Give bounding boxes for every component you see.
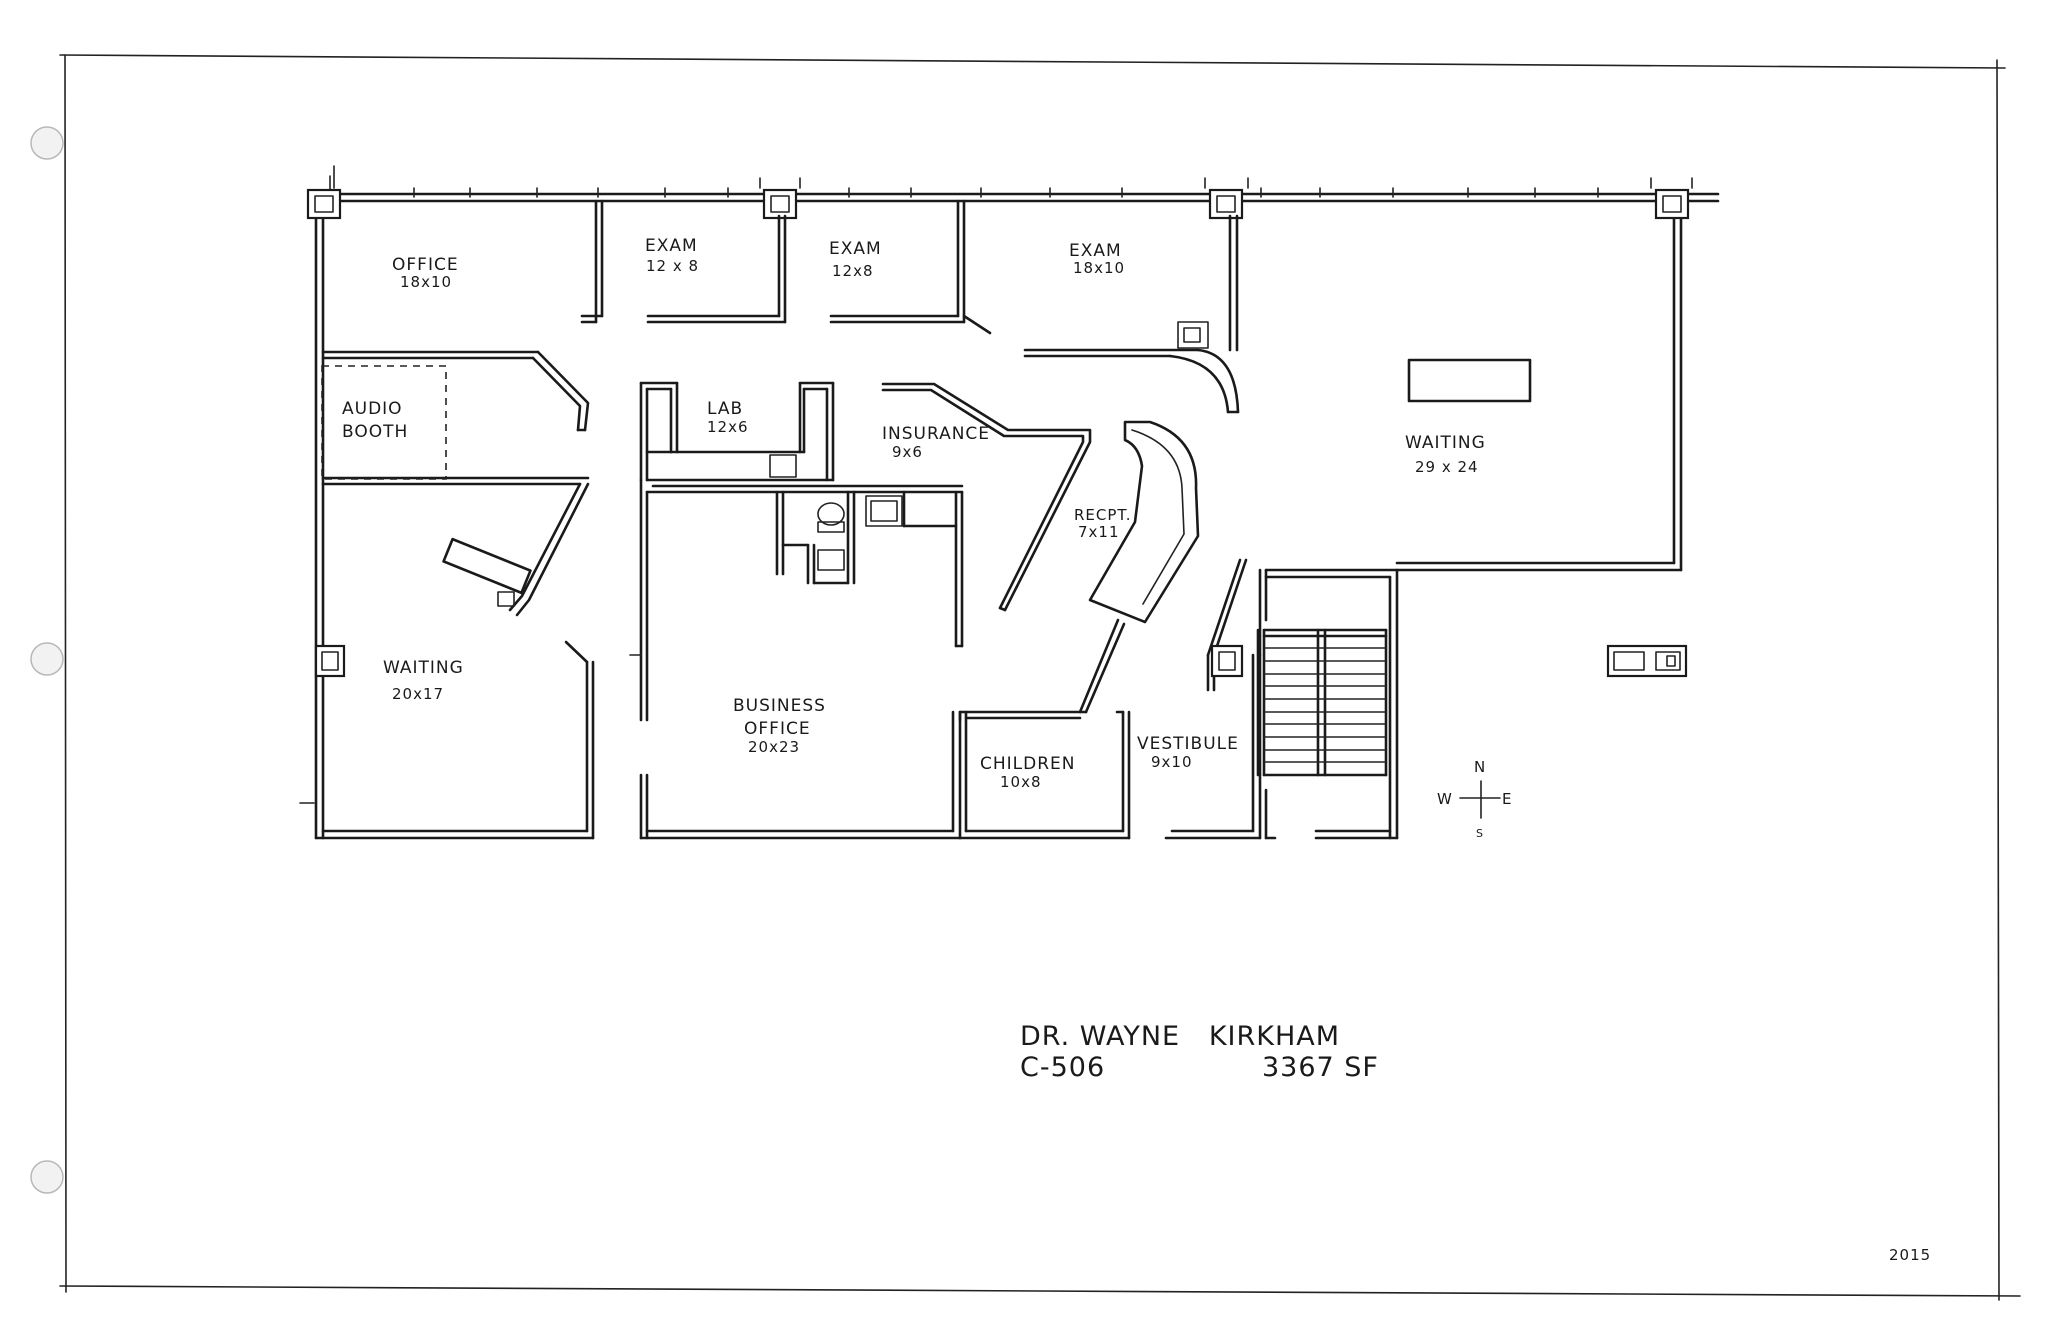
room-labels: OFFICE 18x10 EXAM 12 x 8 EXAM 12x8 EXAM … [342, 236, 1486, 791]
room-size-children: 10x8 [1000, 773, 1042, 791]
binder-holes [30, 126, 64, 1194]
room-size-waiting-main: 29 x 24 [1415, 458, 1479, 476]
room-size-exam-3: 18x10 [1073, 259, 1125, 277]
compass-north: N [1474, 758, 1486, 776]
room-name-office: OFFICE [392, 255, 459, 275]
room-size-lab: 12x6 [707, 418, 749, 436]
room-size-exam-2: 12x8 [832, 262, 874, 280]
room-name-waiting-west: WAITING [383, 658, 464, 678]
room-name-children: CHILDREN [980, 754, 1076, 774]
stair [1256, 628, 1388, 777]
drawing-year: 2015 [1889, 1246, 1931, 1264]
compass-west: W [1437, 790, 1453, 808]
exterior-walls [299, 175, 1720, 840]
interior-walls [321, 199, 1240, 833]
title-block: DR. WAYNE KIRKHAM C-506 3367 SF [1020, 1021, 1379, 1083]
structural-columns [306, 165, 1693, 678]
square-footage: 3367 SF [1262, 1052, 1379, 1083]
north-arrow-compass: N S E W [1437, 758, 1512, 840]
room-name-insurance: INSURANCE [882, 424, 990, 444]
room-name-business-office-line-2: OFFICE [744, 719, 811, 739]
room-size-business-office: 20x23 [748, 738, 800, 756]
room-size-insurance: 9x6 [892, 443, 923, 461]
room-name-exam-2: EXAM [829, 239, 882, 259]
room-name-exam-3: EXAM [1069, 241, 1122, 261]
room-name-vestibule: VESTIBULE [1137, 734, 1239, 754]
audio-booth-outline [321, 365, 447, 480]
room-size-office: 18x10 [400, 273, 452, 291]
room-size-exam-1: 12 x 8 [646, 257, 699, 275]
client-name: DR. WAYNE KIRKHAM [1020, 1021, 1340, 1052]
room-name-audio-booth-line-1: AUDIO [342, 399, 403, 419]
room-name-business-office-line-1: BUSINESS [733, 696, 826, 716]
room-name-lab: LAB [707, 399, 743, 419]
room-name-reception: RECPT. [1074, 506, 1132, 524]
room-size-vestibule: 9x10 [1151, 753, 1193, 771]
room-size-reception: 7x11 [1078, 523, 1120, 541]
suite-number: C-506 [1020, 1052, 1105, 1083]
room-name-waiting-main: WAITING [1405, 433, 1486, 453]
room-name-exam-1: EXAM [645, 236, 698, 256]
compass-south: S [1476, 827, 1484, 840]
waiting-table [1407, 358, 1532, 403]
room-name-audio-booth-line-2: BOOTH [342, 422, 408, 442]
compass-east: E [1502, 790, 1512, 808]
room-size-waiting-west: 20x17 [392, 685, 444, 703]
sheet-border [59, 54, 2021, 1301]
